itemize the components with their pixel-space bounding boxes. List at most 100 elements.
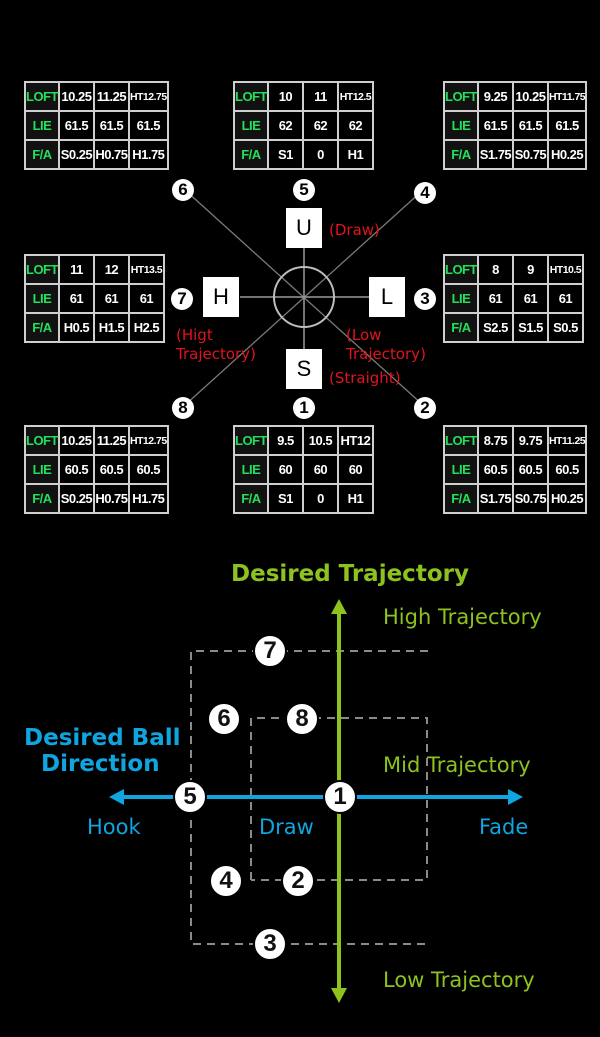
- lie-label: LIE: [443, 110, 479, 141]
- fa-value: 0: [301, 139, 339, 170]
- loft-value: 10.25: [511, 81, 549, 112]
- lie-value: 61: [57, 283, 95, 314]
- lie-value: 61: [127, 283, 165, 314]
- fade-label: Fade: [479, 815, 529, 839]
- fa-value: H1: [336, 483, 374, 514]
- loft-value: 8: [476, 254, 514, 285]
- loft-value: 9.5: [266, 425, 304, 456]
- loft-value: HT11.75: [546, 81, 588, 112]
- draw-note: (Draw): [329, 221, 380, 239]
- loft-value: HT10.5: [546, 254, 584, 285]
- hook-label: Hook: [87, 815, 141, 839]
- desired-trajectory-title: Desired Trajectory: [231, 561, 469, 587]
- chart-position-4: 4: [209, 864, 243, 898]
- fa-label: F/A: [233, 139, 269, 170]
- fa-label: F/A: [443, 312, 479, 343]
- fa-value: S0.75: [511, 139, 549, 170]
- loft-value: 11.25: [92, 81, 130, 112]
- dial-lines: [184, 189, 424, 406]
- lie-value: 61.5: [476, 110, 514, 141]
- loft-label: LOFT: [443, 425, 479, 456]
- loft-value: 11: [57, 254, 95, 285]
- lie-value: 60.5: [476, 454, 514, 485]
- inner-dashed-box: [250, 717, 428, 881]
- lie-value: 60: [266, 454, 304, 485]
- position-4-marker: 4: [414, 182, 436, 204]
- lie-label: LIE: [233, 110, 269, 141]
- fa-value: S1: [266, 139, 304, 170]
- fa-label: F/A: [233, 483, 269, 514]
- weight-u-box: U: [286, 208, 322, 248]
- fa-value: S0.25: [57, 483, 95, 514]
- fa-value: S1.75: [476, 483, 514, 514]
- high-trajectory-label: High Trajectory: [383, 605, 542, 629]
- fa-value: H1.75: [127, 139, 169, 170]
- weight-h-box: H: [203, 277, 239, 317]
- loft-label: LOFT: [24, 254, 60, 285]
- position-5-marker: 5: [293, 179, 315, 201]
- lie-value: 60.5: [546, 454, 588, 485]
- lie-value: 61.5: [57, 110, 95, 141]
- loft-label: LOFT: [24, 425, 60, 456]
- loft-value: 9.75: [511, 425, 549, 456]
- fa-label: F/A: [443, 483, 479, 514]
- loft-value: 9: [511, 254, 549, 285]
- fa-value: S0.5: [546, 312, 584, 343]
- weight-l-box: L: [369, 277, 405, 317]
- position-2-marker: 2: [414, 397, 436, 419]
- chart-position-2: 2: [281, 864, 315, 898]
- lie-value: 61: [546, 283, 584, 314]
- low-trajectory-label: Low Trajectory: [383, 968, 535, 992]
- chart-position-8: 8: [285, 702, 319, 736]
- direction-arrow-left: [109, 789, 124, 805]
- mid-trajectory-label: Mid Trajectory: [383, 753, 531, 777]
- lie-value: 61: [511, 283, 549, 314]
- fa-value: H0.75: [92, 139, 130, 170]
- chart-position-1: 1: [323, 780, 357, 814]
- high-trajectory-note-1: (Higt: [176, 326, 213, 344]
- fa-value: H2.5: [127, 312, 165, 343]
- center-circle: [273, 266, 335, 328]
- lie-value: 61: [476, 283, 514, 314]
- loft-value: 10.5: [301, 425, 339, 456]
- chart-position-3: 3: [253, 927, 287, 961]
- fa-value: H1.75: [127, 483, 169, 514]
- position-7-marker: 7: [171, 288, 193, 310]
- lie-value: 61.5: [546, 110, 588, 141]
- lie-value: 60.5: [92, 454, 130, 485]
- lie-value: 60: [301, 454, 339, 485]
- draw-label: Draw: [259, 815, 314, 839]
- desired-direction-title-2: Direction: [41, 751, 160, 777]
- loft-value: 11.25: [92, 425, 130, 456]
- lie-value: 61.5: [127, 110, 169, 141]
- fa-value: H0.75: [92, 483, 130, 514]
- lie-value: 61: [92, 283, 130, 314]
- position-8-marker: 8: [172, 397, 194, 419]
- lie-value: 62: [336, 110, 374, 141]
- low-trajectory-note-1: (Low: [346, 326, 382, 344]
- trajectory-arrow-down: [331, 988, 347, 1003]
- lie-value: 60: [336, 454, 374, 485]
- loft-value: 9.25: [476, 81, 514, 112]
- trajectory-arrow-up: [331, 599, 347, 614]
- chart-position-6: 6: [207, 702, 241, 736]
- lie-label: LIE: [233, 454, 269, 485]
- low-trajectory-note-2: Trajectory): [346, 345, 426, 363]
- loft-value: HT12.5: [336, 81, 374, 112]
- fa-value: S1: [266, 483, 304, 514]
- straight-note: (Straight): [329, 369, 401, 387]
- lie-label: LIE: [24, 454, 60, 485]
- weight-s-box: S: [286, 349, 322, 389]
- lie-label: LIE: [443, 283, 479, 314]
- desired-direction-title-1: Desired Ball: [24, 725, 181, 751]
- loft-value: HT12.75: [127, 81, 169, 112]
- lie-value: 60.5: [127, 454, 169, 485]
- fa-value: H0.25: [546, 483, 588, 514]
- fa-label: F/A: [24, 312, 60, 343]
- fa-value: S1.5: [511, 312, 549, 343]
